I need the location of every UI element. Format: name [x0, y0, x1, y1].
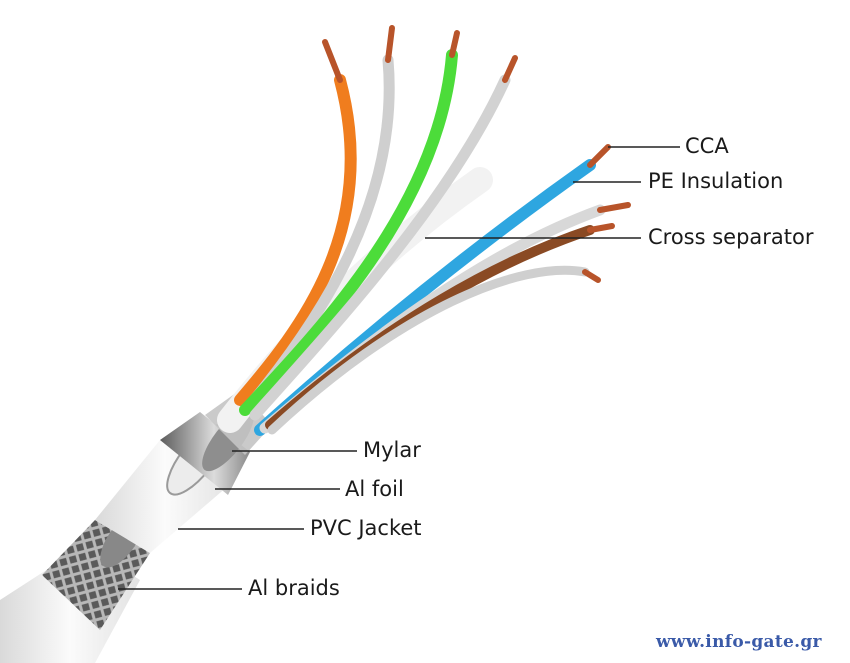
label-cross-separator: Cross separator [648, 225, 814, 249]
leader-lines [118, 146, 680, 590]
label-al-foil: Al foil [345, 477, 404, 501]
label-pe-insulation: PE Insulation [648, 169, 784, 193]
label-pvc-jacket: PVC Jacket [310, 516, 422, 540]
label-mylar: Mylar [363, 438, 421, 462]
watermark-url: www.info-gate.gr [656, 632, 822, 652]
label-cca: CCA [685, 134, 729, 158]
wire-bundle [217, 25, 631, 436]
label-al-braids: Al braids [248, 576, 340, 600]
